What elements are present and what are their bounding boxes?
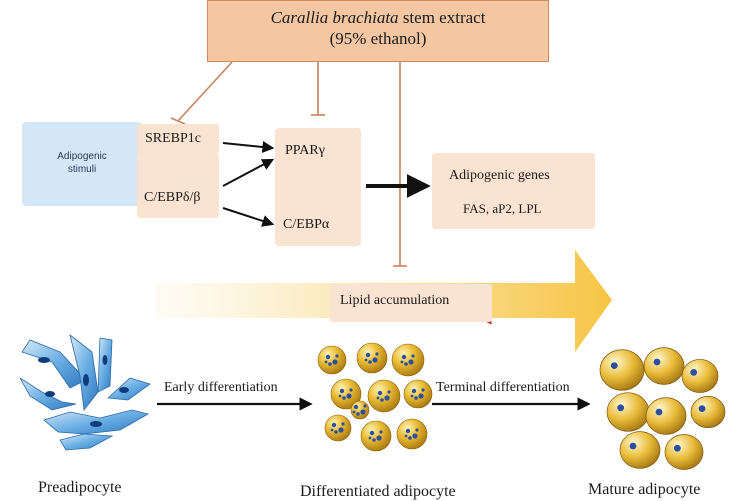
mature-adipocyte-caption: Mature adipocyte [588, 481, 701, 498]
differentiated-adipocyte-cells [317, 342, 433, 452]
terminal-differentiation-label: Terminal differentiation [436, 380, 570, 395]
cebp-db-box [137, 154, 219, 218]
cebp-db-label: C/EBPδ/β [144, 190, 201, 205]
differentiated-adipocyte [403, 379, 433, 409]
stimuli-line2: stimuli [67, 164, 97, 175]
mature-adipocyte [664, 434, 704, 470]
mature-adipocyte-cells [599, 347, 726, 470]
extract-name-rest: stem extract [398, 8, 486, 27]
adipogenic-stimuli-box: Adipogenic stimuli [22, 122, 142, 206]
early-differentiation-label: Early differentiation [164, 380, 278, 395]
differentiated-adipocyte [350, 400, 370, 420]
mature-adipocyte [690, 396, 726, 428]
srebp1c-box [137, 124, 219, 154]
mature-adipocyte [645, 397, 687, 435]
ppar-cebpa-box [275, 128, 361, 246]
genes-list: FAS, aP2, LPL [463, 201, 542, 216]
differentiated-adipocyte [391, 343, 425, 377]
mature-adipocyte [681, 359, 719, 393]
regulatory-arrows [222, 141, 275, 227]
srebp1c-label: SREBP1c [145, 131, 202, 146]
mature-adipocyte [643, 347, 685, 385]
mature-adipocyte [606, 392, 650, 432]
lipid-accumulation-box [330, 284, 492, 322]
extract-box: Carallia brachiata stem extract (95% eth… [207, 0, 549, 62]
stimuli-line1: Adipogenic [57, 151, 107, 162]
adipogenic-genes-box [432, 153, 595, 229]
differentiated-adipocyte [356, 342, 388, 374]
lipid-label: Lipid accumulation [340, 293, 450, 308]
differentiated-adipocyte-caption: Differentiated adipocyte [300, 483, 456, 500]
preadipocyte-caption: Preadipocyte [38, 479, 122, 496]
inhibition-lines [170, 61, 407, 267]
differentiated-adipocyte [317, 345, 347, 375]
mature-adipocyte [599, 349, 645, 391]
differentiated-adipocyte [360, 420, 392, 452]
preadipocyte-nuclei [38, 355, 129, 427]
mature-adipocyte [619, 431, 661, 469]
cebpa-label: C/EBPα [283, 217, 330, 232]
extract-name-italic: Carallia brachiata [270, 8, 399, 27]
genes-title: Adipogenic genes [449, 168, 550, 183]
differentiated-adipocyte [330, 378, 362, 410]
differentiated-adipocyte [396, 418, 428, 450]
differentiated-adipocyte [324, 414, 352, 442]
extract-solvent: (95% ethanol) [329, 29, 427, 48]
ppar-label: PPARγ [285, 143, 325, 158]
differentiated-adipocyte [367, 379, 401, 413]
preadipocyte-cells [19, 333, 151, 451]
